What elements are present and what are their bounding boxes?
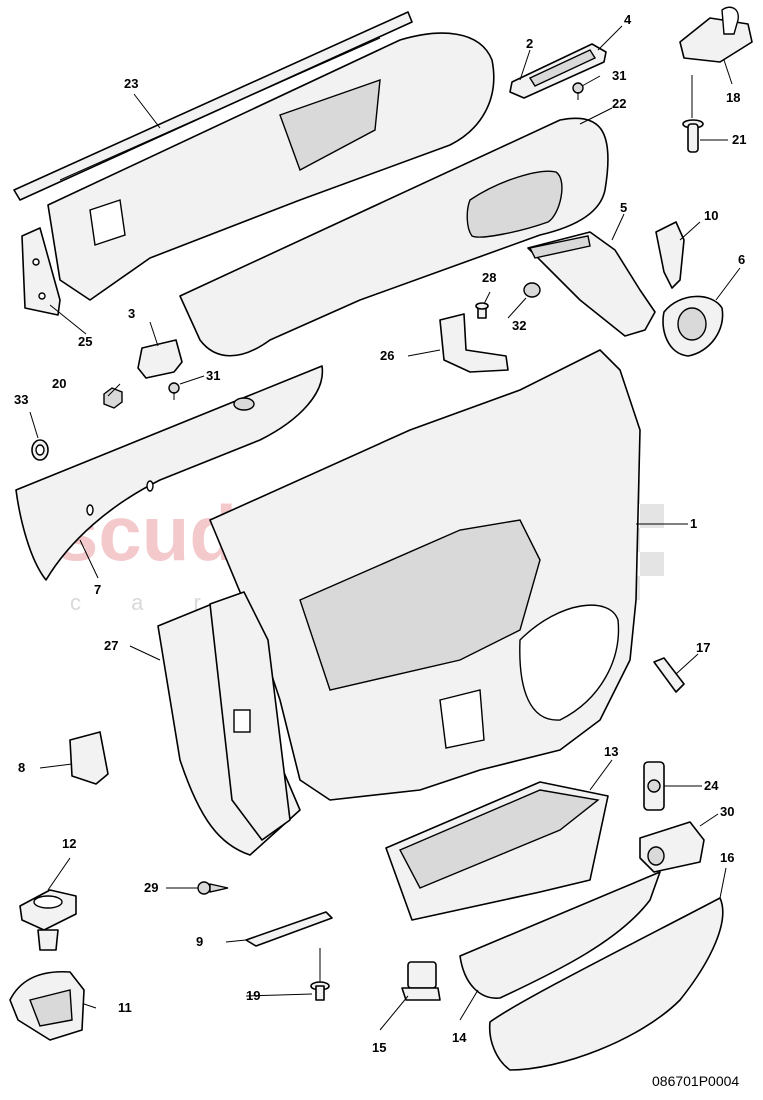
part-24-hinge-bracket <box>643 761 665 811</box>
callout-20: 20 <box>52 376 66 391</box>
part-13-storage-bin <box>385 781 609 921</box>
part-33-washer <box>31 439 49 461</box>
callout-6: 6 <box>738 252 745 267</box>
callout-7: 7 <box>94 582 101 597</box>
callout-18: 18 <box>726 90 740 105</box>
part-10-trim-piece <box>655 221 685 289</box>
part-14-pocket-trim <box>459 871 661 999</box>
part-16-lower-trim <box>488 897 724 1071</box>
part-8-bracket <box>69 731 109 785</box>
callout-25: 25 <box>78 334 92 349</box>
part-17-clip <box>653 657 685 693</box>
part-28-screw <box>475 302 489 319</box>
part-32-nut <box>523 282 541 298</box>
part-1-door-carrier <box>209 349 641 801</box>
callout-26: 26 <box>380 348 394 363</box>
callout-1: 1 <box>690 516 697 531</box>
callout-11: 11 <box>118 1000 132 1015</box>
part-4-switch-block <box>509 43 607 99</box>
callout-28: 28 <box>482 270 496 285</box>
callout-22: 22 <box>612 96 626 111</box>
part-18-clip <box>679 6 753 63</box>
callout-31b: 31 <box>612 68 626 83</box>
part-31-screw-a <box>168 382 180 400</box>
callout-19: 19 <box>246 988 260 1003</box>
part-9-plate <box>245 911 333 947</box>
part-23-trim-strip <box>13 11 413 201</box>
part-6-grommet <box>662 295 724 357</box>
part-2-upper-frame <box>47 32 495 301</box>
callout-32: 32 <box>512 318 526 333</box>
callout-24: 24 <box>704 778 719 793</box>
part-5-air-duct <box>527 231 656 337</box>
callout-31a: 31 <box>206 368 220 383</box>
part-30-switch-cap <box>639 821 705 873</box>
part-11-clip <box>9 970 85 1041</box>
part-22-armrest-panel <box>179 117 609 357</box>
part-29-screw <box>197 881 229 895</box>
callout-3: 3 <box>128 306 135 321</box>
part-3-clip <box>137 339 183 379</box>
part-7-insulation-sheet <box>15 365 324 581</box>
callout-5: 5 <box>620 200 627 215</box>
callout-16: 16 <box>720 850 734 865</box>
drawing-number: 086701P0004 <box>652 1073 739 1089</box>
callout-9: 9 <box>196 934 203 949</box>
leader-lines <box>29 25 741 1031</box>
part-12-plug <box>19 889 77 951</box>
callout-13: 13 <box>604 744 618 759</box>
callout-15: 15 <box>372 1040 386 1055</box>
callout-10: 10 <box>704 208 718 223</box>
part-15-clip <box>401 961 441 1001</box>
callout-2: 2 <box>526 36 533 51</box>
callout-14: 14 <box>452 1030 467 1045</box>
part-20-nut <box>103 387 123 409</box>
callout-4: 4 <box>624 12 632 27</box>
callout-30: 30 <box>720 804 734 819</box>
callout-17: 17 <box>696 640 710 655</box>
callout-8: 8 <box>18 760 25 775</box>
callout-21: 21 <box>732 132 746 147</box>
callout-23: 23 <box>124 76 138 91</box>
callout-29: 29 <box>144 880 158 895</box>
part-26-angle-bracket <box>439 313 509 373</box>
callout-33: 33 <box>14 392 28 407</box>
callout-27: 27 <box>104 638 118 653</box>
part-27-door-trim <box>157 591 301 856</box>
callout-12: 12 <box>62 836 76 851</box>
part-21-rivet <box>682 75 704 153</box>
part-31-screw-b <box>572 82 584 100</box>
part-25-bracket <box>21 227 61 316</box>
part-19-rivet <box>310 948 330 1001</box>
callout-labels: 1 2 3 4 5 6 7 8 9 10 11 12 13 14 15 16 1… <box>14 12 746 1055</box>
